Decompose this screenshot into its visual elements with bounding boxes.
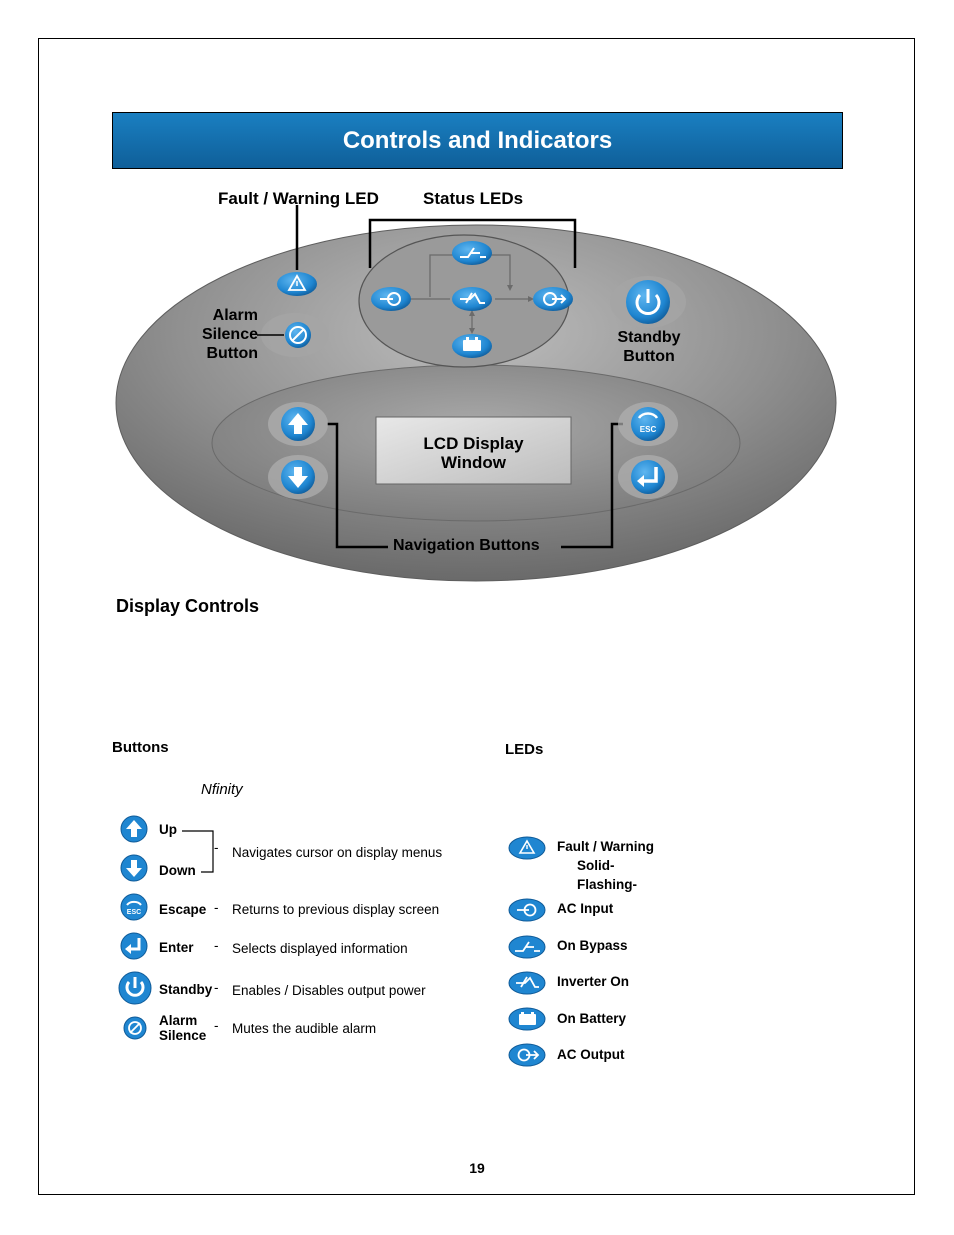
battery-icon [508,1007,546,1031]
buttons-heading: Buttons [112,739,169,756]
page-border [38,38,915,1195]
alarm-desc: Mutes the audible alarm [232,1021,377,1036]
enter-desc: Selects displayed information [232,941,408,956]
status-leds-label: Status LEDs [423,189,524,208]
navigation-bracket-left [327,422,388,549]
alarm-silence-button[interactable] [285,322,311,348]
escape-label: Escape [159,902,207,917]
lcd-display-window [375,416,572,485]
updown-desc: Navigates cursor on display menus [232,845,443,860]
navigation-buttons-label: Navigation Buttons [393,537,540,554]
escape-desc: Returns to previous display screen [232,902,440,917]
escape-icon: ESC [120,893,148,921]
escape-button[interactable]: ESC [631,407,665,441]
fault-flashing-label: Flashing- [577,877,637,892]
inverter-icon [508,971,546,995]
alarm-silence-label: Alarm Silence Button [201,307,258,362]
standby-label: Standby Button [617,329,681,365]
up-label: Up [159,822,177,837]
down-label: Down [159,863,196,878]
on-bypass-label: On Bypass [557,938,628,953]
lcd-label: LCD Display Window [423,434,524,472]
fault-warning-led [277,272,317,296]
standby-row-label: Standby [159,982,213,997]
power-icon [118,971,152,1005]
on-battery-label: On Battery [557,1011,627,1026]
warning-icon [508,836,546,860]
up-down-bracket [182,830,214,873]
inverter-on-label: Inverter On [557,974,630,989]
svg-text:ESC: ESC [127,909,141,916]
alarm-silence-row-label: Alarm Silence [159,1013,207,1043]
esc-text: ESC [640,425,657,434]
standby-button[interactable] [626,280,670,324]
bypass-icon [508,935,546,959]
alarm-silence-icon [123,1016,147,1040]
up-arrow-icon [120,815,148,843]
escape-dash: - [214,900,219,915]
status-leds-bracket [368,218,577,268]
updown-dash: - [214,840,219,855]
battery-led [452,334,492,358]
display-controls-title: Display Controls [116,596,260,616]
down-button[interactable] [281,460,315,494]
ac-input-icon [508,898,546,922]
enter-button[interactable] [631,460,665,494]
fault-led-label: Fault / Warning LED [218,189,379,208]
standby-desc: Enables / Disables output power [232,983,426,998]
ac-input-label: AC Input [557,901,614,916]
ac-output-led [533,287,573,311]
inverter-led [452,287,492,311]
title-banner: Controls and Indicators [112,112,843,169]
fault-solid-label: Solid- [577,858,615,873]
control-panel-diagram: ESC [115,205,837,582]
ac-output-label: AC Output [557,1047,625,1062]
page-number: 19 [469,1160,485,1176]
page-title: Controls and Indicators [342,126,613,154]
leds-heading: LEDs [505,741,544,758]
enter-icon [120,932,148,960]
standby-dash: - [214,980,219,995]
bypass-led [452,241,492,265]
navigation-bracket-right [561,422,623,549]
nfinity-note: Nfinity [201,781,243,798]
ac-input-led [371,287,411,311]
alarm-dash: - [214,1018,219,1033]
enter-dash: - [214,938,219,953]
enter-label: Enter [159,940,194,955]
fault-warning-label: Fault / Warning [557,839,654,854]
ac-output-icon [508,1043,546,1067]
up-button[interactable] [281,407,315,441]
down-arrow-icon [120,854,148,882]
